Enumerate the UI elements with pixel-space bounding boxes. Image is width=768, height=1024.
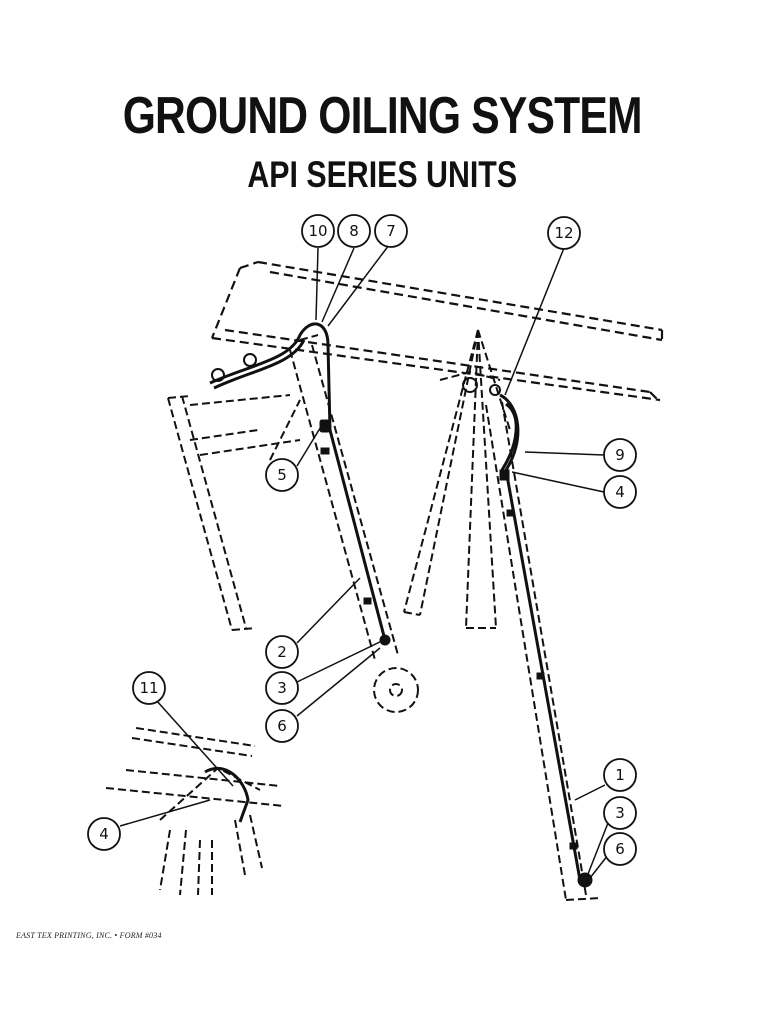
callout-circle — [374, 214, 408, 248]
callout-circle — [265, 458, 299, 492]
callout-number: 4 — [99, 825, 109, 843]
page-title: GROUND OILING SYSTEM — [122, 87, 643, 145]
inset-detail — [105, 727, 285, 896]
callout-number: 3 — [615, 804, 625, 822]
callout-number: 10 — [308, 222, 327, 240]
callout-3b: 3 — [603, 796, 637, 830]
pitman-arm — [289, 334, 419, 713]
callout-circle — [547, 216, 581, 250]
callout-circle — [132, 671, 166, 705]
callout-10: 10 — [301, 214, 335, 248]
right-aframe-post — [403, 329, 601, 901]
callout-5: 5 — [265, 458, 299, 492]
callout-9: 9 — [603, 438, 637, 472]
callout-circle — [265, 635, 299, 669]
callout-6b: 6 — [603, 832, 637, 866]
callout-4a: 4 — [603, 475, 637, 509]
callout-6a: 6 — [265, 709, 299, 743]
line-fittings — [211, 353, 593, 888]
callout-number: 12 — [554, 224, 573, 242]
callout-circle — [265, 709, 299, 743]
leader-lines — [119, 244, 609, 879]
inset-oil-line — [204, 766, 250, 823]
callout-circle — [603, 758, 637, 792]
footer-text: EAST TEX PRINTING, INC. • FORM #034 — [16, 931, 162, 940]
callout-circle — [603, 796, 637, 830]
callout-circle — [603, 475, 637, 509]
callout-number: 11 — [139, 679, 158, 697]
callout-number: 9 — [615, 446, 625, 464]
callout-number: 8 — [349, 222, 359, 240]
callout-number: 6 — [615, 840, 625, 858]
callout-2: 2 — [265, 635, 299, 669]
callout-circle — [603, 832, 637, 866]
oil-lines — [209, 322, 582, 881]
callout-circle — [265, 671, 299, 705]
left-post — [167, 394, 301, 631]
callout-7: 7 — [374, 214, 408, 248]
callout-12: 12 — [547, 216, 581, 250]
callout-number: 3 — [277, 679, 287, 697]
callout-number: 6 — [277, 717, 287, 735]
callout-8: 8 — [337, 214, 371, 248]
callout-1: 1 — [603, 758, 637, 792]
callout-number: 2 — [277, 643, 287, 661]
callout-number: 7 — [386, 222, 396, 240]
callout-circle — [301, 214, 335, 248]
callout-11: 11 — [132, 671, 166, 705]
callout-4b: 4 — [87, 817, 121, 851]
callout-circle — [87, 817, 121, 851]
callout-circle — [603, 438, 637, 472]
callout-number: 1 — [615, 766, 625, 784]
callout-number: 4 — [615, 483, 625, 501]
walking-beam — [210, 260, 664, 403]
page-subtitle: API SERIES UNITS — [247, 154, 518, 195]
callouts: 10 8 7 12 9 4 5 2 3 6 11 4 1 3 6 — [87, 214, 637, 866]
callout-number: 5 — [277, 466, 287, 484]
callout-circle — [337, 214, 371, 248]
callout-3a: 3 — [265, 671, 299, 705]
